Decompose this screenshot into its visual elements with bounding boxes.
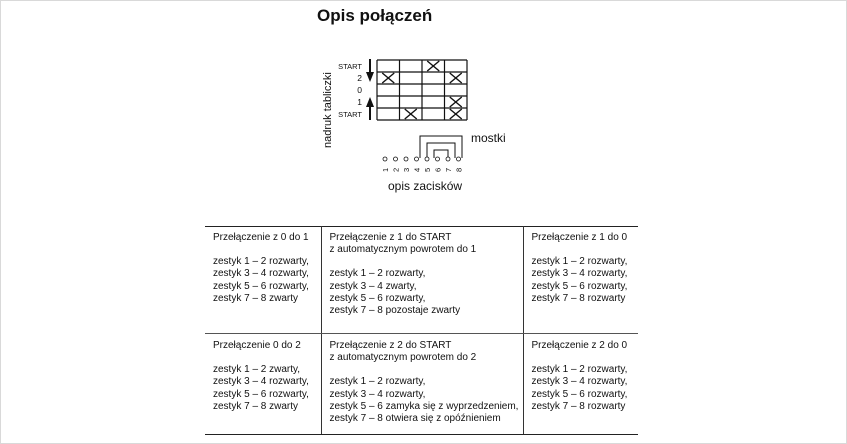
contact-line: zestyk 3 – 4 rozwarty, [213,376,309,388]
terminal-point [403,156,409,162]
contact-line: zestyk 5 – 6 zamyka się z wyprzedzeniem, [329,400,519,412]
contact-line: zestyk 1 – 2 rozwarty, [329,268,426,280]
arrow-down-icon [366,59,374,82]
bridge-lines [419,135,463,158]
contact-mark [426,60,440,72]
terminal-label: 7 [444,168,453,172]
contact-list: zestyk 1 – 2 rozwarty,zestyk 3 – 4 zwart… [330,268,519,317]
contact-mark [449,96,463,108]
contact-list: zestyk 1 – 2 rozwarty,zestyk 3 – 4 rozwa… [213,256,317,305]
contact-list: zestyk 1 – 2 rozwarty,zestyk 3 – 4 rozwa… [532,256,635,305]
contact-line: zestyk 5 – 6 rozwarty, [213,388,309,400]
contact-marks [381,60,463,120]
contact-mark [449,108,463,120]
contact-line: zestyk 5 – 6 rozwarty, [531,388,628,400]
cell-title: Przełączenie z 1 do START [329,232,452,243]
table-row: Przełączenie z 0 do 1 zestyk 1 – 2 rozwar… [205,226,638,334]
contact-line: zestyk 3 – 4 rozwarty, [329,388,426,400]
position-label: START [338,110,362,119]
contact-mark [381,72,395,84]
contact-line: zestyk 7 – 8 otwiera się z opóźnieniem [329,413,501,425]
arrow-up-icon [366,97,374,120]
cell-title: Przełączenie z 1 do 0 [531,232,628,243]
terminal-point [424,156,430,162]
contact-line: zestyk 5 – 6 rozwarty, [531,280,628,292]
contact-line: zestyk 1 – 2 zwarty, [213,364,301,376]
contact-list: zestyk 1 – 2 rozwarty,zestyk 3 – 4 rozwa… [330,376,519,425]
table-cell: Przełączenie z 1 do 0 zestyk 1 – 2 rozwar… [522,226,638,334]
terminal-label: 6 [434,168,443,172]
contact-line: zestyk 5 – 6 rozwarty, [213,280,309,292]
contact-line: zestyk 1 – 2 rozwarty, [329,376,426,388]
cell-subtitle: z automatycznym powrotem do 1 [329,244,477,256]
contact-line: zestyk 7 – 8 rozwarty [531,292,626,304]
position-label: START [338,62,362,71]
contact-line: zestyk 1 – 2 rozwarty, [531,256,628,268]
bridges-label: mostki [471,131,506,145]
contact-line: zestyk 3 – 4 zwarty, [329,280,417,292]
terminal-point [445,156,451,162]
position-label: 1 [357,97,362,107]
contact-list: zestyk 1 – 2 rozwarty,zestyk 3 – 4 rozwa… [532,364,635,413]
terminal-label: 8 [455,168,464,172]
connection-table: Przełączenie z 0 do 1 zestyk 1 – 2 rozwar… [205,226,638,435]
cell-subtitle: z automatycznym powrotem do 2 [329,352,477,364]
table-cell: Przełączenie z 2 do 0 zestyk 1 – 2 rozwar… [522,333,638,435]
contact-line: zestyk 3 – 4 rozwarty, [213,268,309,280]
contact-mark [449,72,463,84]
contact-line: zestyk 7 – 8 zwarty [213,400,299,412]
position-label: 0 [357,85,362,95]
terminal-point [414,156,419,162]
terminal-point [456,156,461,162]
position-label: 2 [357,73,362,83]
terminal-label: 2 [392,168,401,172]
contact-line: zestyk 1 – 2 rozwarty, [213,256,309,268]
contact-line: zestyk 3 – 4 rozwarty, [531,376,628,388]
cell-title: Przełączenie z 2 do 0 [531,340,628,351]
terminal-label: 1 [381,168,390,172]
terminal-label: 3 [402,168,411,172]
terminal-point [393,156,398,162]
contact-line: zestyk 1 – 2 rozwarty, [531,364,628,376]
contact-line: zestyk 7 – 8 zwarty [213,292,299,304]
contact-list: zestyk 1 – 2 zwarty,zestyk 3 – 4 rozwart… [213,364,317,413]
contact-line: zestyk 3 – 4 rozwarty, [531,268,628,280]
terminal-point [382,156,388,162]
table-cell: Przełączenie z 0 do 1 zestyk 1 – 2 rozwar… [205,226,322,334]
contact-line: zestyk 7 – 8 pozostaje zwarty [329,305,461,317]
cell-title: Przełączenie 0 do 2 [213,340,301,351]
terminal-label: 5 [423,168,432,172]
terminals-label: opis zacisków [388,179,462,193]
cell-title: Przełączenie z 0 do 1 [213,232,309,243]
contact-mark [404,108,418,120]
terminal-point [435,156,440,162]
side-label: nadruk tabliczki [322,72,334,148]
terminal-label: 4 [413,168,422,172]
contact-line: zestyk 7 – 8 rozwarty [531,400,626,412]
contact-line: zestyk 5 – 6 rozwarty, [329,292,426,304]
page-title: Opis połączeń [317,6,433,25]
contact-grid [376,59,468,121]
cell-title: Przełączenie z 2 do START [329,340,452,351]
